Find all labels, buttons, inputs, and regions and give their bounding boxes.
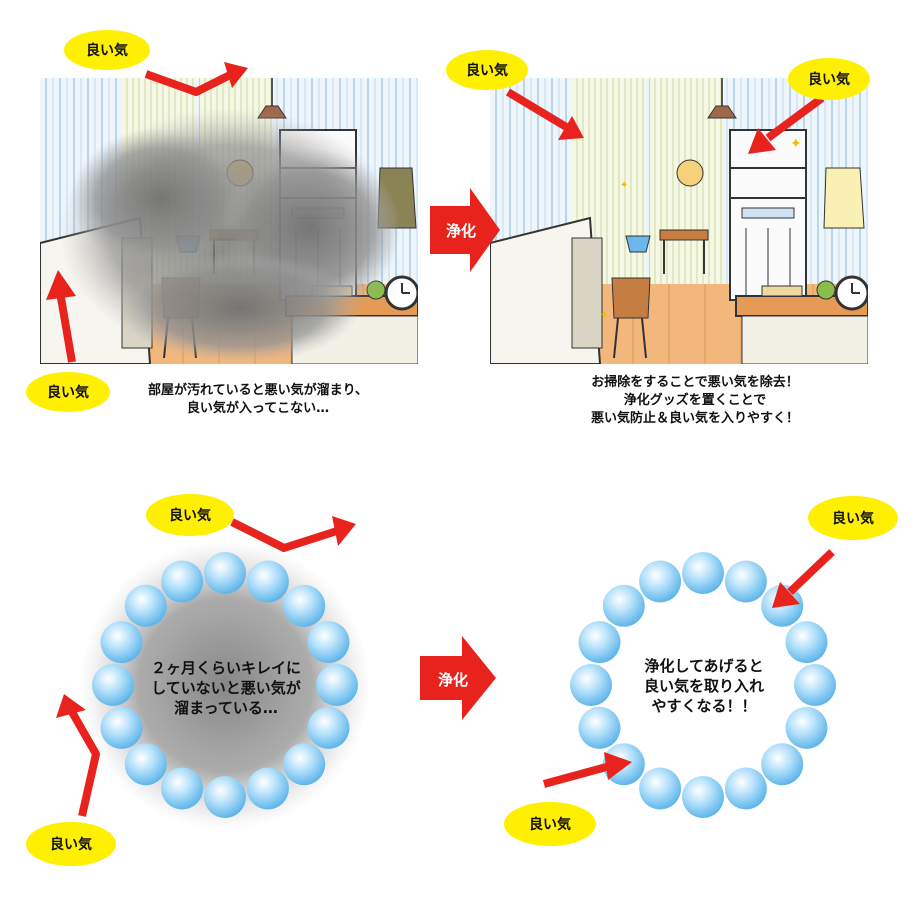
- room-furniture: ✦ ✦ ✦: [490, 78, 868, 364]
- good-energy-badge: 良い気: [446, 50, 528, 90]
- good-energy-badge: 良い気: [808, 496, 898, 540]
- bead: [639, 767, 682, 810]
- good-energy-badge: 良い気: [146, 494, 234, 536]
- bead: [682, 776, 724, 818]
- bead: [161, 560, 204, 603]
- purify-arrow: 浄化: [420, 636, 496, 720]
- bead: [161, 767, 204, 810]
- bead: [246, 560, 289, 603]
- bead: [761, 743, 804, 786]
- good-energy-bounce-arrow: [230, 516, 356, 552]
- good-energy-badge: 良い気: [26, 822, 116, 866]
- bead: [124, 584, 167, 627]
- clean-room-illustration: ✦ ✦ ✦: [490, 78, 868, 364]
- bead: [204, 776, 246, 818]
- svg-text:✦: ✦: [790, 136, 802, 152]
- clean-bracelet-text: 浄化してあげると 良い気を取り入れ やすくなる！！: [643, 657, 764, 715]
- svg-text:✦: ✦: [600, 310, 608, 321]
- dirty-bracelet-text: ２ヶ月くらいキレイに していないと悪い気が 溜まっている…: [150, 659, 301, 717]
- good-energy-badge: 良い気: [788, 58, 870, 100]
- good-energy-enter-arrow: [772, 549, 835, 608]
- bead: [602, 584, 645, 627]
- clean-room-caption: お掃除をすることで悪い気を除去！ 浄化グッズを置くことで 悪い気防止＆良い気を入…: [590, 375, 799, 426]
- good-energy-rebound-arrow: [56, 694, 100, 817]
- dirty-room-caption: 部屋が汚れていると悪い気が溜まり、 良い気が入ってこない…: [147, 383, 369, 416]
- good-energy-badge: 良い気: [26, 372, 110, 412]
- bead: [124, 743, 167, 786]
- bead: [283, 584, 326, 627]
- bead: [761, 584, 804, 627]
- bead: [724, 767, 767, 810]
- bead: [682, 552, 724, 594]
- dirty-room-illustration: [40, 78, 418, 364]
- bead: [639, 560, 682, 603]
- good-energy-badge: 良い気: [64, 30, 150, 70]
- purify-arrow-label: 浄化: [438, 671, 468, 689]
- room-furniture: [40, 78, 418, 364]
- svg-text:✦: ✦: [620, 180, 628, 191]
- bead: [246, 767, 289, 810]
- bead: [204, 552, 246, 594]
- bead: [602, 743, 645, 786]
- bead: [307, 621, 350, 664]
- bead: [283, 743, 326, 786]
- good-energy-enter-arrow: [542, 752, 632, 788]
- good-energy-badge: 良い気: [504, 802, 596, 846]
- bead: [724, 560, 767, 603]
- bead: [100, 621, 143, 664]
- purify-arrow-label: 浄化: [446, 222, 476, 240]
